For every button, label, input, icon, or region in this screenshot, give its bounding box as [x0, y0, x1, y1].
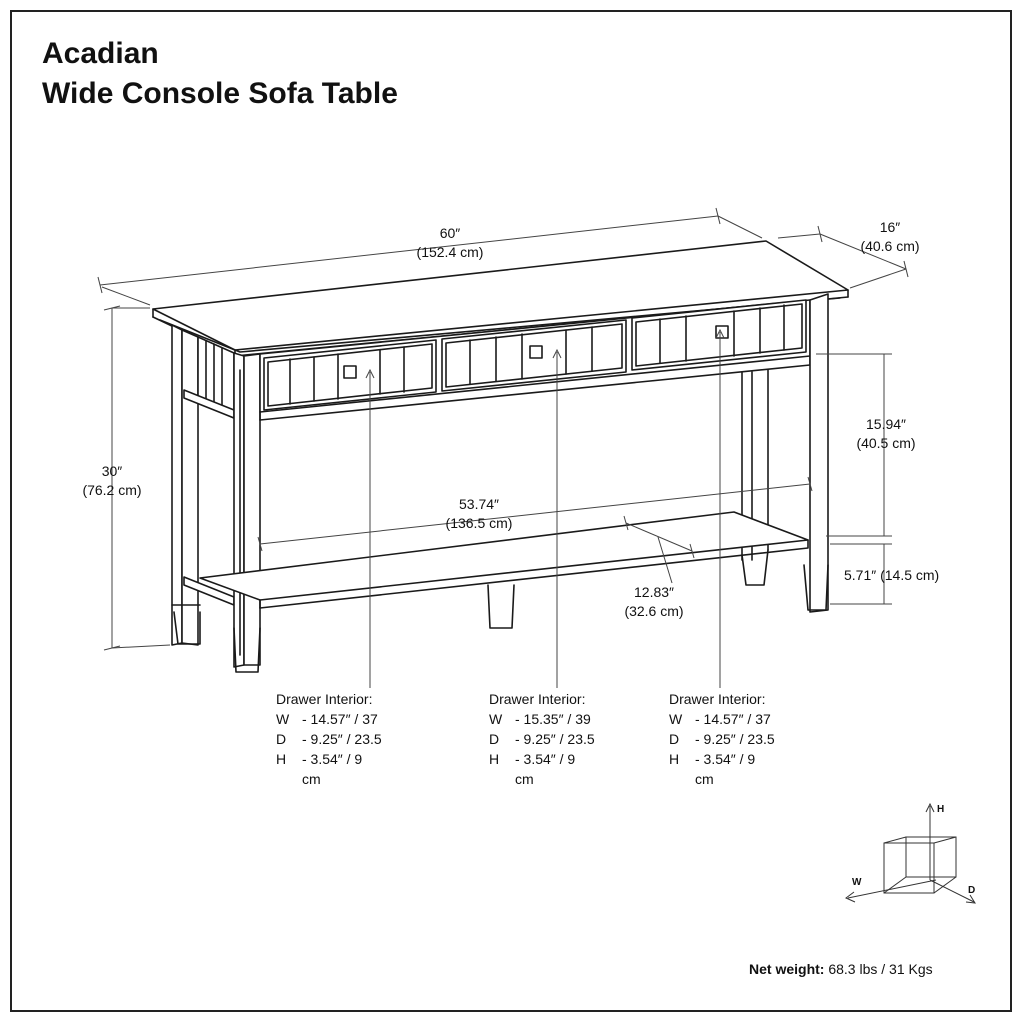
drawer-interior-left: Drawer Interior: W - 14.57″ / 37 D - 9.25″…	[276, 689, 416, 789]
drawer-h-key: H	[276, 751, 287, 767]
depth-inches: 16″	[879, 219, 901, 235]
drawer-d-value: - 9.25″ / 23.5	[695, 731, 775, 747]
drawer-w-value: - 14.57″ / 37	[695, 711, 771, 727]
net-weight-label: Net weight:	[749, 961, 825, 977]
shelf-height-cm: (40.5 cm)	[856, 435, 916, 451]
drawer-w-key: W	[669, 711, 683, 727]
drawer-d-value: - 9.25″ / 23.5	[515, 731, 595, 747]
width-dimension-label: 60″ (152.4 cm)	[410, 224, 490, 262]
drawer-h-value: - 3.54″ / 9	[695, 751, 756, 767]
drawer-d-key: D	[276, 731, 287, 747]
drawer-unit: cm	[695, 771, 714, 787]
drawer-unit: cm	[302, 771, 321, 787]
drawer-heading: Drawer Interior:	[669, 691, 766, 707]
left-end-panel	[171, 324, 235, 646]
axis-label-height: H	[937, 804, 945, 815]
drawer-w-value: - 14.57″ / 37	[302, 711, 378, 727]
drawer-interior-right: Drawer Interior: W - 14.57″ / 37 D - 9.25″…	[669, 689, 809, 789]
shelf-height-dimension-label: 15.94″ (40.5 cm)	[844, 415, 928, 453]
drawer-d-value: - 9.25″ / 23.5	[302, 731, 382, 747]
axis-label-width: W	[852, 877, 862, 888]
height-cm: (76.2 cm)	[82, 482, 142, 498]
lower-shelf	[199, 511, 809, 609]
drawer-w-key: W	[489, 711, 503, 727]
inner-width-inches: 53.74″	[459, 496, 499, 512]
drawer-interior-center: Drawer Interior: W - 15.35″ / 39 D - 9.25″…	[489, 689, 629, 789]
drawer-apron	[259, 299, 811, 421]
drawer-d-key: D	[489, 731, 500, 747]
inner-width-dimension-label: 53.74″ (136.5 cm)	[434, 495, 524, 533]
net-weight: Net weight: 68.3 lbs / 31 Kgs	[749, 961, 933, 977]
axis-label-depth: D	[968, 885, 976, 896]
drawer-w-value: - 15.35″ / 39	[515, 711, 591, 727]
product-title-line2: Wide Console Sofa Table	[42, 77, 398, 110]
depth-dimension-label: 16″ (40.6 cm)	[850, 218, 930, 256]
dimension-lines	[97, 207, 909, 688]
product-title-line1: Acadian	[42, 37, 159, 70]
net-weight-value: 68.3 lbs / 31 Kgs	[828, 961, 933, 977]
drawer-h-value: - 3.54″ / 9	[515, 751, 576, 767]
drawer-unit: cm	[515, 771, 534, 787]
drawer-heading: Drawer Interior:	[489, 691, 586, 707]
drawer-heading: Drawer Interior:	[276, 691, 373, 707]
shelf-height-inches: 15.94″	[866, 416, 906, 432]
drawer-w-key: W	[276, 711, 290, 727]
width-cm: (152.4 cm)	[416, 244, 484, 260]
shelf-depth-cm: (32.6 cm)	[624, 603, 684, 619]
shelf-depth-dimension-label: 12.83″ (32.6 cm)	[614, 583, 694, 621]
inner-width-cm: (136.5 cm)	[445, 515, 513, 531]
drawer-h-key: H	[669, 751, 680, 767]
drawer-d-key: D	[669, 731, 680, 747]
height-inches: 30″	[101, 463, 123, 479]
depth-cm: (40.6 cm)	[860, 238, 920, 254]
axis-legend-cube	[845, 802, 976, 904]
page-frame	[10, 10, 1012, 1012]
drawer-h-key: H	[489, 751, 500, 767]
clearance-dimension-label: 5.71″ (14.5 cm)	[844, 567, 940, 583]
drawer-h-value: - 3.54″ / 9	[302, 751, 363, 767]
height-dimension-label: 30″ (76.2 cm)	[72, 462, 152, 500]
width-inches: 60″	[439, 225, 461, 241]
shelf-depth-inches: 12.83″	[634, 584, 674, 600]
front-left-leg	[233, 352, 261, 673]
